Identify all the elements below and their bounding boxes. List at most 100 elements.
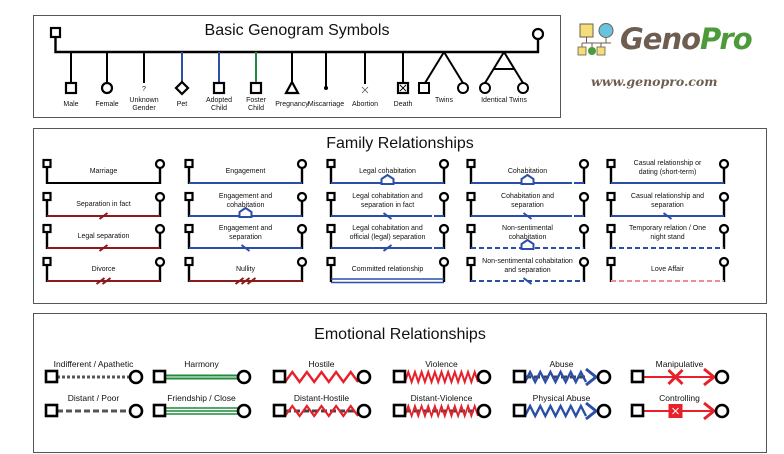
basic-symbols-title: Basic Genogram Symbols [204, 22, 390, 39]
family-rel-legal-separation: Legal separation [42, 223, 166, 252]
slash-icon [234, 277, 245, 285]
relationship-label: Controlling [659, 393, 700, 403]
house-icon [520, 238, 535, 250]
backslash-icon [522, 277, 533, 285]
symbol-label: Twins [435, 97, 453, 104]
female-circle-icon [438, 256, 450, 268]
male-square-icon [272, 403, 287, 418]
emotional-rel-distant-poor: Distant / Poor [44, 393, 144, 419]
female-circle-icon [296, 158, 308, 170]
male-square-icon [44, 403, 59, 418]
relationship-label: Temporary relation / One [629, 225, 706, 232]
relationship-label: Non-sentimental [502, 225, 553, 232]
father-square-icon [49, 26, 62, 39]
arrow-icon [585, 367, 599, 387]
backslash-icon [522, 212, 533, 220]
male-square-icon [152, 369, 167, 384]
relationship-label: Legal cohabitation and [352, 193, 423, 200]
relationship-label: separation [229, 234, 262, 241]
female-circle-icon [596, 403, 612, 419]
relationship-label: Distant / Poor [68, 393, 120, 403]
relationship-label: Casual relationship or [634, 160, 702, 167]
twin-line [443, 51, 464, 84]
female-circle-icon [596, 369, 612, 385]
slash-icon [240, 277, 251, 285]
arrow-icon [585, 401, 599, 421]
female-circle-icon [578, 191, 590, 203]
female-circle-icon [479, 82, 491, 94]
male-square-icon [152, 403, 167, 418]
relationship-label: Divorce [92, 266, 116, 273]
male-square-icon [606, 191, 616, 202]
family-rel-legal-cohabitation: Legal cohabitation [326, 158, 450, 185]
symbol-label: Adopted [206, 97, 232, 104]
square-icon [212, 81, 226, 95]
female-circle-icon [296, 256, 308, 268]
male-square-icon [512, 403, 527, 418]
family-rel-love-affair: Love Affair [606, 256, 730, 282]
slash-icon [382, 244, 393, 252]
symbol-label: Foster [246, 97, 267, 104]
symbol-male: Male [63, 52, 79, 108]
relationship-label: Abuse [549, 359, 573, 369]
male-square-icon [42, 158, 52, 169]
emotional-rel-controlling: Controlling [630, 393, 730, 421]
family-rel-engagement: Engagement [184, 158, 308, 184]
arrow-icon [703, 401, 717, 421]
symbol-label: Miscarriage [308, 101, 344, 108]
male-square-icon [42, 256, 52, 267]
symbol-label: Unknown [129, 97, 158, 104]
symbol-label: Gender [132, 105, 156, 112]
male-square-icon [606, 256, 616, 267]
house-icon [520, 173, 535, 185]
female-circle-icon [296, 223, 308, 235]
female-circle-icon [438, 223, 450, 235]
relationship-label: Committed relationship [352, 266, 424, 273]
female-circle-icon [128, 369, 144, 385]
male-square-icon [184, 223, 194, 234]
relationship-label: Cohabitation [508, 168, 547, 175]
symbol-abortion: Abortion [352, 52, 378, 108]
symbol-pet: Pet [174, 52, 190, 108]
relationship-label: Love Affair [651, 266, 685, 273]
male-square-icon [44, 369, 59, 384]
emotional-rel-abuse: Abuse [512, 359, 612, 387]
emotional-rel-friendship-close: Friendship / Close [152, 393, 252, 419]
female-circle-icon [476, 403, 492, 419]
relationship-label: cohabitation [227, 202, 265, 209]
emotional-rel-manipulative: Manipulative [630, 359, 730, 387]
relationship-label: Distant-Violence [411, 393, 473, 403]
relationship-label: Indifferent / Apathetic [54, 359, 134, 369]
symbol-label: Pet [177, 101, 188, 108]
male-square-icon [630, 403, 645, 418]
male-square-icon [606, 158, 616, 169]
dot-icon [324, 86, 328, 90]
female-circle-icon [718, 223, 730, 235]
relationship-label: Cohabitation and [501, 193, 554, 200]
female-circle-icon [296, 191, 308, 203]
female-circle-icon [718, 256, 730, 268]
relationship-label: Manipulative [656, 359, 704, 369]
male-square-icon [326, 158, 336, 169]
male-square-icon [466, 158, 476, 169]
logo-tree-icon [577, 23, 614, 56]
emotional-rel-indifferent-apathetic: Indifferent / Apathetic [44, 359, 144, 385]
relationship-label: Legal cohabitation and [352, 225, 423, 232]
zigzag-line [284, 369, 359, 385]
emotional-rel-distant-hostile: Distant-Hostile [272, 393, 372, 419]
logo-url[interactable]: www.genopro.com [591, 74, 718, 89]
male-square-icon [42, 223, 52, 234]
zigzag-line [284, 404, 359, 418]
x-icon [361, 86, 369, 94]
symbol-label: Abortion [352, 101, 378, 108]
relationship-label: Nullity [236, 266, 256, 273]
symbol-death: Death [394, 52, 413, 108]
female-circle-icon [356, 403, 372, 419]
symbol-label: Death [394, 101, 413, 108]
symbol-miscarriage: Miscarriage [308, 52, 344, 108]
family-rel-cohabitation: Cohabitation [466, 158, 590, 185]
slash-icon [98, 212, 109, 220]
